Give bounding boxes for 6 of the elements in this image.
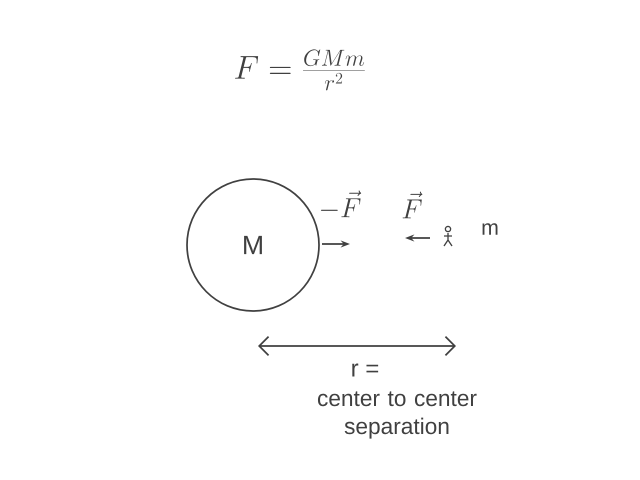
mass-label: m	[482, 223, 498, 235]
formula: $F = \frac{GMm}{r^{2}}$	[235, 49, 365, 90]
separation-label: center to center separation	[318, 391, 477, 439]
force-label: $\vec{F}$	[402, 192, 422, 218]
separation-label: r =	[352, 364, 378, 376]
stick-figure	[443, 226, 453, 247]
